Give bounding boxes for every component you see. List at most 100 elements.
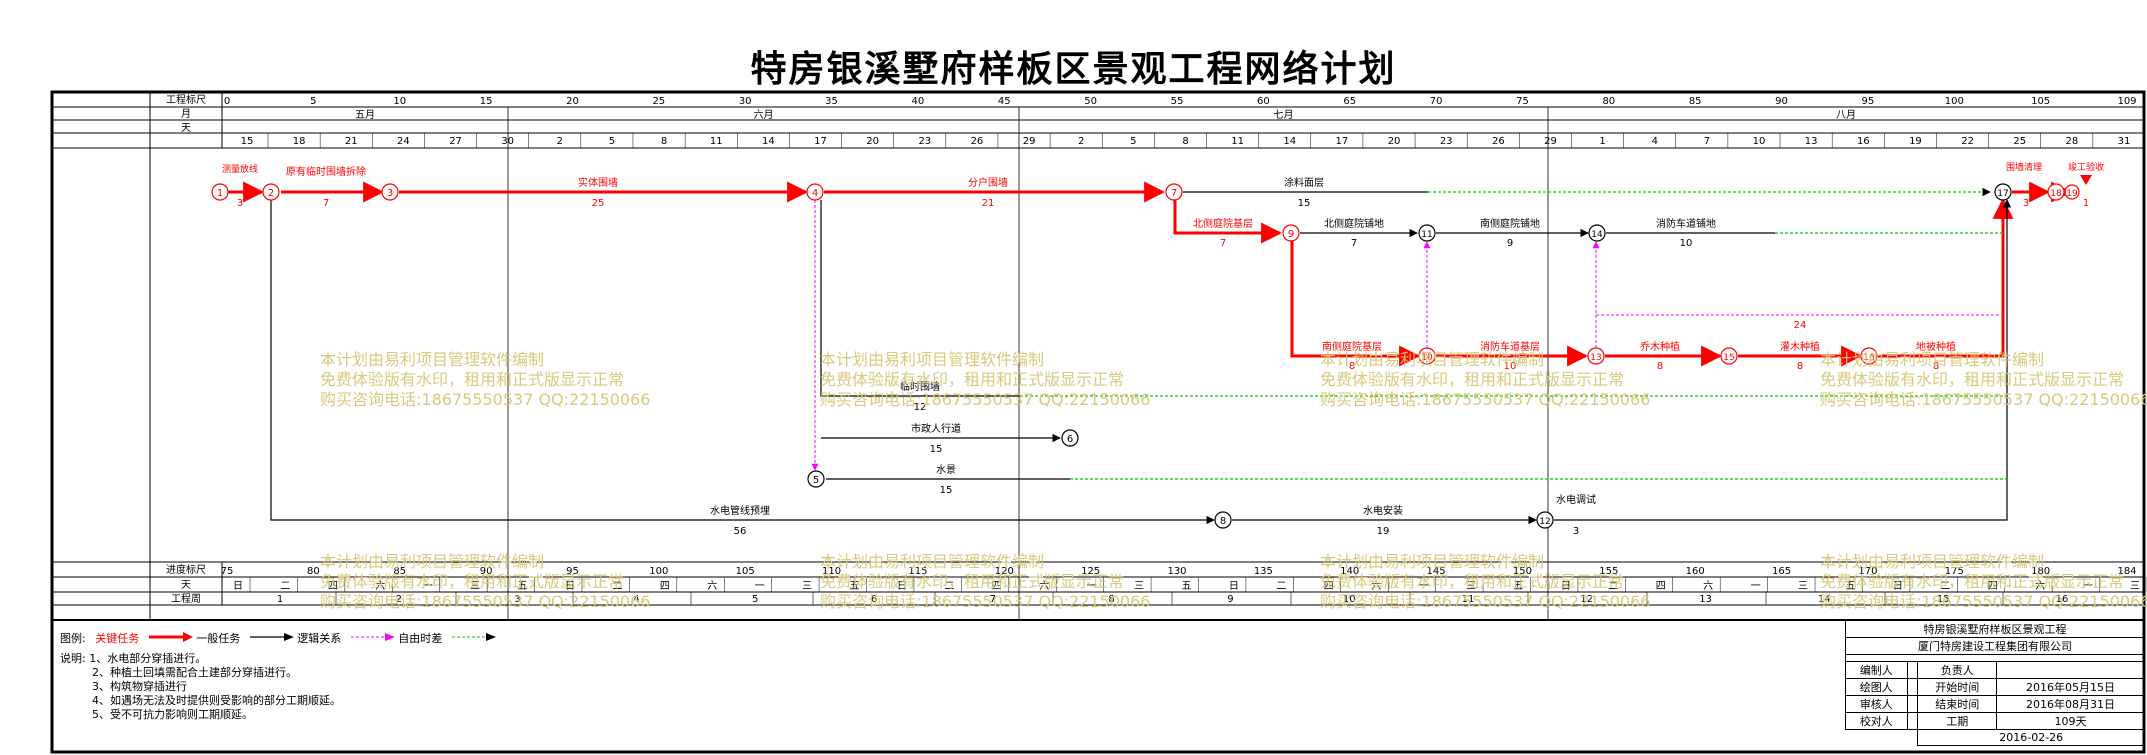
legend-free-float: 自由时差 (398, 632, 443, 645)
node-7: 7 (1165, 183, 1183, 201)
node-19: 19 (2064, 184, 2080, 200)
svg-text:7: 7 (1171, 188, 1177, 199)
svg-text:1: 1 (217, 188, 223, 199)
legend-critical: 关键任务 (95, 632, 140, 645)
notes-heading: 说明: (60, 652, 86, 665)
node-5: 5 (807, 470, 825, 488)
svg-text:13: 13 (1590, 353, 1601, 363)
node-16: 16 (1860, 347, 1878, 365)
weekday-label: 日 (565, 581, 575, 592)
legend-critical-arrow-icon (148, 632, 193, 642)
legend-logic-arrow-icon (350, 633, 395, 641)
progress-tick: 125 (1081, 566, 1100, 577)
day-label: 15 (241, 136, 254, 147)
day-label: 20 (866, 136, 879, 147)
critical-edges (228, 181, 2073, 367)
task-duration: 3 (2023, 198, 2029, 209)
day-label: 13 (1805, 136, 1818, 147)
task-duration: 19 (1377, 526, 1390, 537)
weekday-label: 五 (518, 581, 528, 592)
week-label: 2 (396, 594, 402, 605)
task-label: 原有临时围墙拆除 (286, 165, 366, 178)
week-label: 7 (990, 594, 996, 605)
week-label: 1 (277, 594, 283, 605)
nodes: 1 2 3 4 5 6 7 8 9 10 11 12 13 14 15 16 1… (211, 183, 2080, 529)
svg-text:2: 2 (268, 188, 274, 199)
scale-tick: 100 (1945, 96, 1964, 107)
svg-text:15: 15 (1723, 353, 1734, 363)
task-label: 分户围墙 (968, 176, 1008, 189)
day-label: 25 (2013, 136, 2026, 147)
tb-end-value: 2016年08月31日 (1996, 695, 2145, 713)
scale-tick: 50 (1084, 96, 1097, 107)
edge-2-8 (270, 200, 1215, 525)
week-label: 8 (1108, 594, 1114, 605)
task-duration: 3 (1573, 526, 1579, 537)
task-duration: 10 (1680, 238, 1693, 249)
scale-tick: 20 (566, 96, 579, 107)
weekday-label: 四 (328, 581, 338, 592)
node-15: 15 (1720, 347, 1738, 365)
node-8: 8 (1214, 511, 1232, 529)
weekday-label: 二 (612, 581, 622, 592)
scale-tick: 85 (1689, 96, 1702, 107)
day-label: 24 (397, 136, 410, 147)
day-label: 14 (1283, 136, 1296, 147)
task-label: 市政人行道 (911, 422, 961, 435)
label-day: 天 (181, 123, 191, 134)
svg-text:12: 12 (1539, 517, 1550, 527)
week-label: 9 (1227, 594, 1233, 605)
progress-tick: 105 (736, 566, 755, 577)
task-label: 消防车道基层 (1480, 340, 1540, 353)
weekday-label: 六 (2035, 580, 2045, 592)
label-progress: 进度标尺 (166, 563, 206, 576)
task-label: 临时围墙 (900, 380, 940, 393)
scale-tick: 10 (393, 96, 406, 107)
weekday-label: 六 (1703, 580, 1713, 592)
weekday-label: 三 (2130, 581, 2140, 592)
scale-tick: 55 (1171, 96, 1184, 107)
outer-frame (50, 90, 2146, 754)
task-label: 北侧庭院铺地 (1324, 217, 1384, 230)
node-6: 6 (1061, 429, 1079, 447)
progress-tick: 165 (1772, 566, 1791, 577)
progress-tick: 120 (995, 566, 1014, 577)
progress-tick: 160 (1686, 566, 1705, 577)
scale-tick: 15 (480, 96, 493, 107)
weekday-label: 六 (375, 580, 385, 592)
day-label: 20 (1388, 136, 1401, 147)
weekday-label: 日 (897, 581, 907, 592)
progress-tick: 80 (307, 566, 320, 577)
weekday-label: 六 (1371, 580, 1381, 592)
weekday-label: 一 (755, 581, 765, 592)
weekday-label: 一 (1751, 581, 1761, 592)
task-duration: 1 (2083, 198, 2089, 209)
scale-tick: 90 (1775, 96, 1788, 107)
label-month: 月 (181, 108, 191, 120)
task-duration: 12 (914, 402, 927, 413)
legend-normal: 一般任务 (196, 632, 241, 645)
progress-tick: 180 (2031, 566, 2050, 577)
label-footer-day: 天 (181, 580, 191, 591)
node-10: 10 (1418, 347, 1436, 365)
weekday-label: 三 (1798, 581, 1808, 592)
day-label: 29 (1544, 136, 1557, 147)
day-label: 16 (1857, 136, 1870, 147)
task-duration: 15 (1298, 198, 1311, 209)
progress-tick: 85 (393, 566, 406, 577)
weekday-label: 日 (1893, 581, 1903, 592)
edge-16-17 (1878, 197, 2014, 358)
scale-tick: 109 (2117, 96, 2136, 107)
label-week: 工程周 (171, 593, 201, 605)
month-label: 八月 (1836, 109, 1856, 121)
scale-tick: 95 (1862, 96, 1875, 107)
progress-tick: 90 (480, 566, 493, 577)
scale-tick: 75 (1516, 96, 1529, 107)
weekday-label: 二 (1940, 581, 1950, 592)
watermark: 本计划由易利项目管理软件编制免费体验版有水印，租用和正式版显示正常购买咨询电话:… (820, 350, 1151, 409)
task-label: 涂料面层 (1284, 176, 1324, 189)
task-label: 南侧庭院铺地 (1480, 217, 1540, 230)
watermark: 本计划由易利项目管理软件编制免费体验版有水印，租用和正式版显示正常购买咨询电话:… (1820, 350, 2147, 409)
progress-tick: 100 (649, 566, 668, 577)
legend-logic: 逻辑关系 (297, 632, 342, 645)
